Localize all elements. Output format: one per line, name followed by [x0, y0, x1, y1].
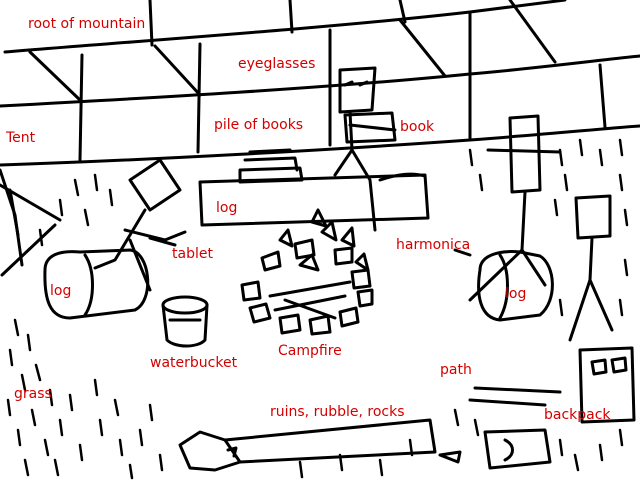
label-ruins-rubble-rocks: ruins, rubble, rocks: [270, 404, 405, 420]
grass-sketch: [6, 138, 629, 480]
label-path: path: [440, 362, 472, 378]
right-log-sketch: [477, 250, 554, 322]
label-root-of-mountain: root of mountain: [28, 16, 146, 32]
waterbucket-sketch: [161, 295, 209, 348]
tent-sketch: [0, 168, 62, 277]
label-harmonica: harmonica: [396, 237, 471, 253]
tablet-person-sketch: [93, 158, 187, 292]
path-sketch: [468, 386, 562, 407]
harmonica-person-sketch: [453, 114, 562, 302]
label-eyeglasses: eyeglasses: [238, 56, 316, 72]
label-grass: grass: [14, 386, 52, 402]
label-waterbucket: waterbucket: [150, 355, 238, 371]
backpack-person-sketch: [568, 194, 636, 424]
ruins-rubble-sketch: [178, 418, 552, 472]
label-log-right: log: [505, 286, 527, 302]
label-log-left: log: [50, 283, 72, 299]
reader-person-sketch: [333, 66, 397, 232]
label-tablet: tablet: [172, 246, 213, 262]
label-backpack: backpack: [544, 407, 611, 423]
left-log-sketch: [43, 248, 150, 320]
label-tent: Tent: [6, 130, 36, 146]
campfire-sketch: [240, 208, 374, 336]
label-pile-of-books: pile of books: [214, 117, 304, 133]
label-campfire: Campfire: [278, 343, 342, 359]
label-book: book: [400, 119, 435, 135]
label-log-center: log: [216, 200, 238, 216]
mountain-wall: [0, 0, 640, 167]
center-log-sketch: [198, 148, 430, 227]
